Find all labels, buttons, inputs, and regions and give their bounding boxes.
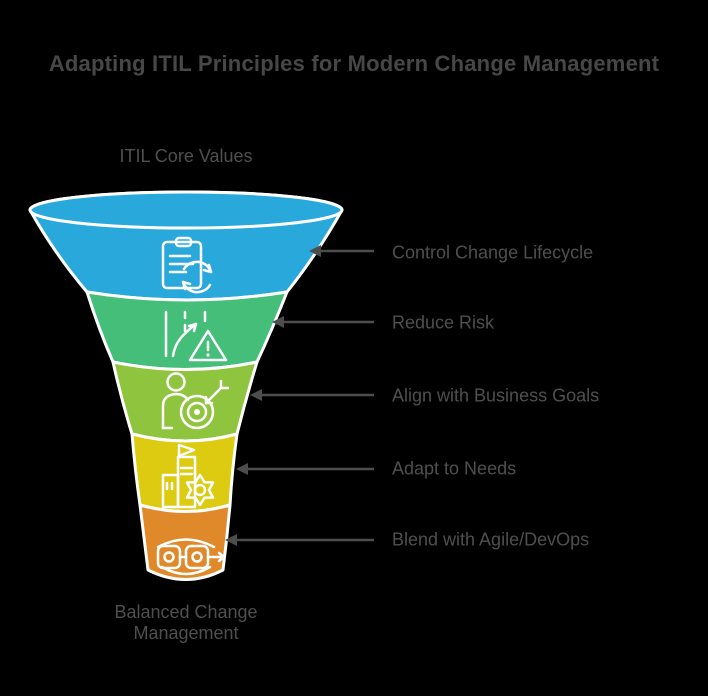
funnel-bands xyxy=(28,190,344,581)
funnel-opening xyxy=(28,190,344,230)
road-warning-icon xyxy=(164,310,228,362)
clipboard-refresh-icon xyxy=(161,236,213,294)
arrow-segment-1 xyxy=(309,245,374,257)
funnel-bottom-caption: Balanced Change Management xyxy=(114,602,258,643)
arrow-segment-5 xyxy=(225,534,374,546)
segment-label-1: Control Change Lifecycle xyxy=(392,242,594,263)
building-gear-icon xyxy=(161,443,215,509)
funnel-top-caption: ITIL Core Values xyxy=(119,146,253,166)
arrow-segment-2 xyxy=(272,316,374,328)
integration-cycle-icon xyxy=(156,538,226,576)
segment-label-3: Align with Business Goals xyxy=(392,385,600,406)
segment-label-2: Reduce Risk xyxy=(392,312,495,333)
funnel-segment-5 xyxy=(138,503,232,581)
segment-label-5: Blend with Agile/DevOps xyxy=(392,529,590,550)
connector-arrows xyxy=(225,245,374,546)
person-target-icon xyxy=(161,372,230,430)
page-title: Adapting ITIL Principles for Modern Chan… xyxy=(48,51,660,76)
segment-label-4: Adapt to Needs xyxy=(392,458,517,479)
arrow-segment-3 xyxy=(250,389,374,401)
arrow-segment-4 xyxy=(236,463,374,475)
